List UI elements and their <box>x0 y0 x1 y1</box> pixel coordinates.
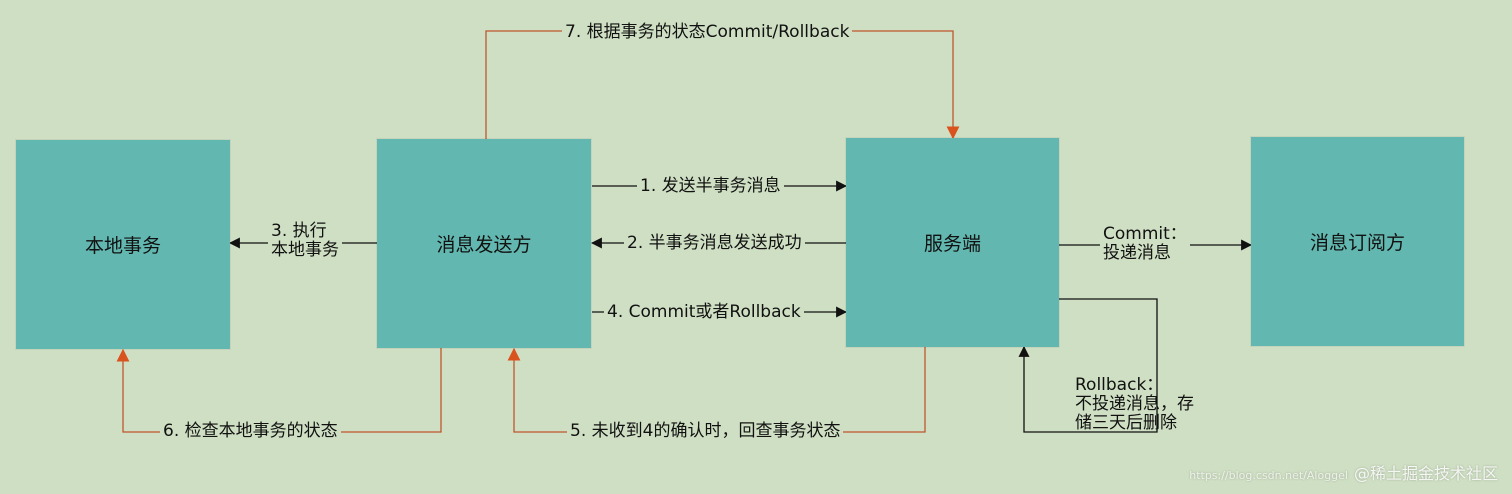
step4-label: 4. Commit或者Rollback <box>604 302 804 322</box>
rollback-label: Rollback： 不投递消息，存 储三天后删除 <box>1075 376 1194 433</box>
step5-label: 5. 未收到4的确认时，回查事务状态 <box>567 421 844 441</box>
arrow-step5 <box>507 347 926 433</box>
server-label: 服务端 <box>923 233 981 255</box>
step3-label: 3. 执行 本地事务 <box>268 222 342 260</box>
watermark-text: @稀土掘金技术社区 <box>1353 464 1498 483</box>
watermark-url: https://blog.csdn.net/Aloggel <box>1189 469 1348 482</box>
server-box: 服务端 <box>846 138 1059 347</box>
step6-label: 6. 检查本地事务的状态 <box>160 421 341 441</box>
message-sender-label: 消息发送方 <box>436 234 532 256</box>
step3-line1: 3. 执行 <box>271 221 327 241</box>
watermark: https://blog.csdn.net/Aloggel @稀土掘金技术社区 <box>1189 460 1498 484</box>
rollback-line1: Rollback： <box>1075 375 1164 395</box>
step7-label: 7. 根据事务的状态Commit/Rollback <box>562 22 853 42</box>
rollback-line2: 不投递消息，存 <box>1075 394 1194 414</box>
rollback-line3: 储三天后删除 <box>1075 413 1177 433</box>
arrow-step6 <box>116 348 442 433</box>
message-subscriber-box: 消息订阅方 <box>1251 137 1464 346</box>
arrow-rollback <box>1018 298 1158 433</box>
step1-label: 1. 发送半事务消息 <box>637 176 784 196</box>
commit-line2: 投递消息 <box>1103 243 1171 263</box>
message-subscriber-label: 消息订阅方 <box>1309 232 1405 254</box>
message-sender-box: 消息发送方 <box>377 139 591 348</box>
local-transaction-box: 本地事务 <box>16 140 230 349</box>
step2-label: 2. 半事务消息发送成功 <box>624 233 805 253</box>
step3-line2: 本地事务 <box>271 240 339 260</box>
commit-label: Commit： 投递消息 <box>1100 225 1190 263</box>
commit-line1: Commit： <box>1103 224 1187 244</box>
local-transaction-label: 本地事务 <box>84 235 161 257</box>
arrow-step7 <box>485 30 960 140</box>
